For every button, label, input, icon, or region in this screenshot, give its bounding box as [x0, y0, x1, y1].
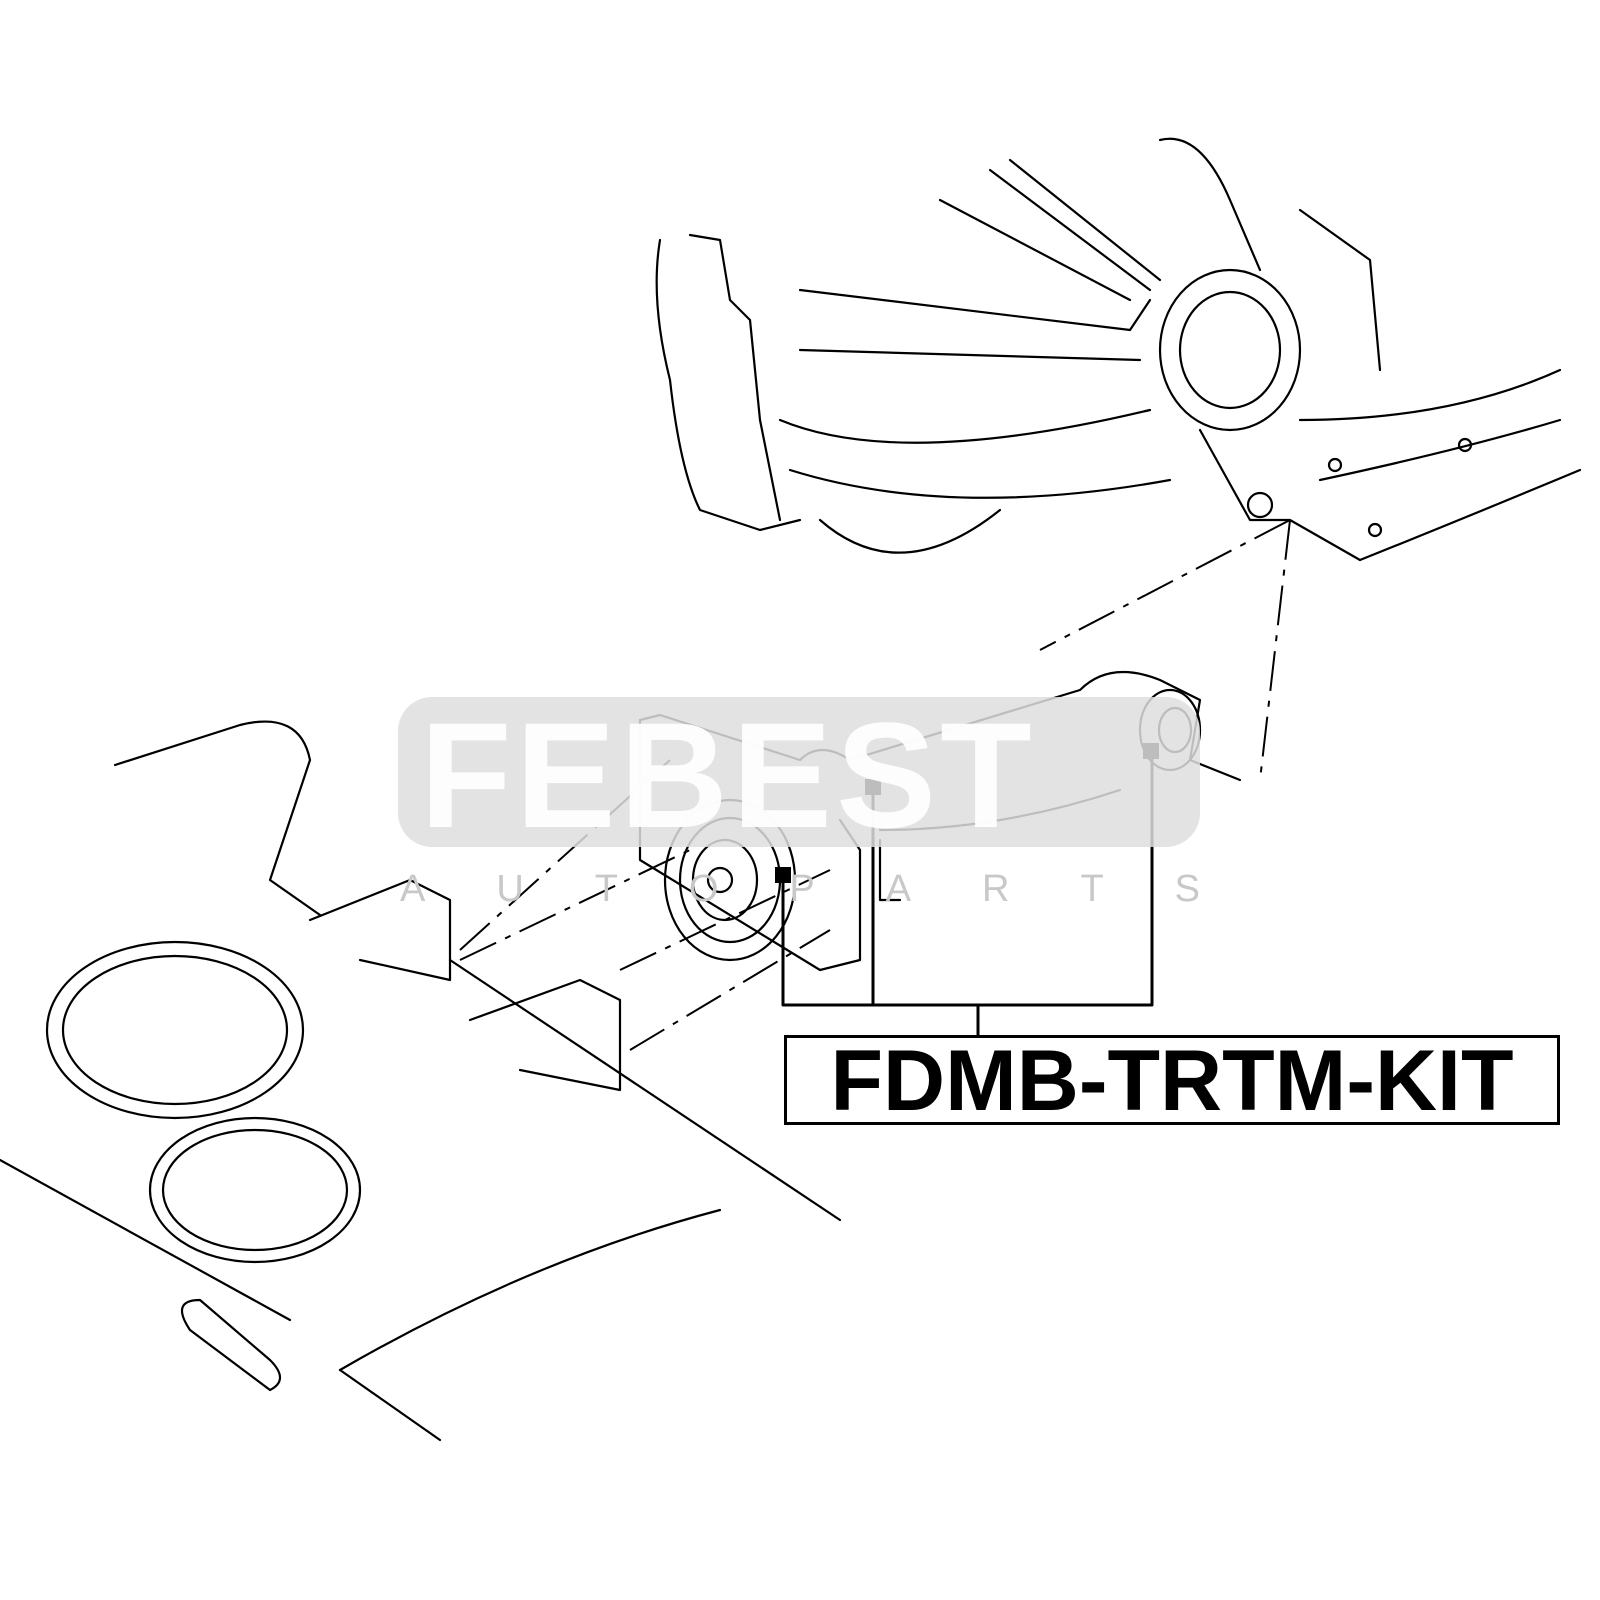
watermark-letter: T — [594, 868, 618, 910]
watermark-brand: FEBEST — [420, 691, 1036, 859]
watermark-letter: A — [885, 868, 912, 910]
differential-housing — [655, 137, 1582, 562]
watermark-letter: R — [982, 868, 1010, 910]
part-number-label: FDMB-TRTM-KIT — [784, 1035, 1560, 1125]
watermark-letter: U — [496, 868, 524, 910]
bushing-marker-1 — [775, 867, 791, 883]
watermark-letter: P — [789, 868, 815, 910]
watermark-letter: A — [400, 868, 426, 910]
watermark-subtitle: A U T O P A R T S — [400, 868, 1200, 911]
watermark-letter: S — [1174, 868, 1200, 910]
floor-and-brackets — [0, 720, 842, 1442]
watermark-background — [398, 697, 1200, 847]
watermark-letter: O — [688, 868, 719, 910]
watermark-letter: T — [1080, 868, 1104, 910]
